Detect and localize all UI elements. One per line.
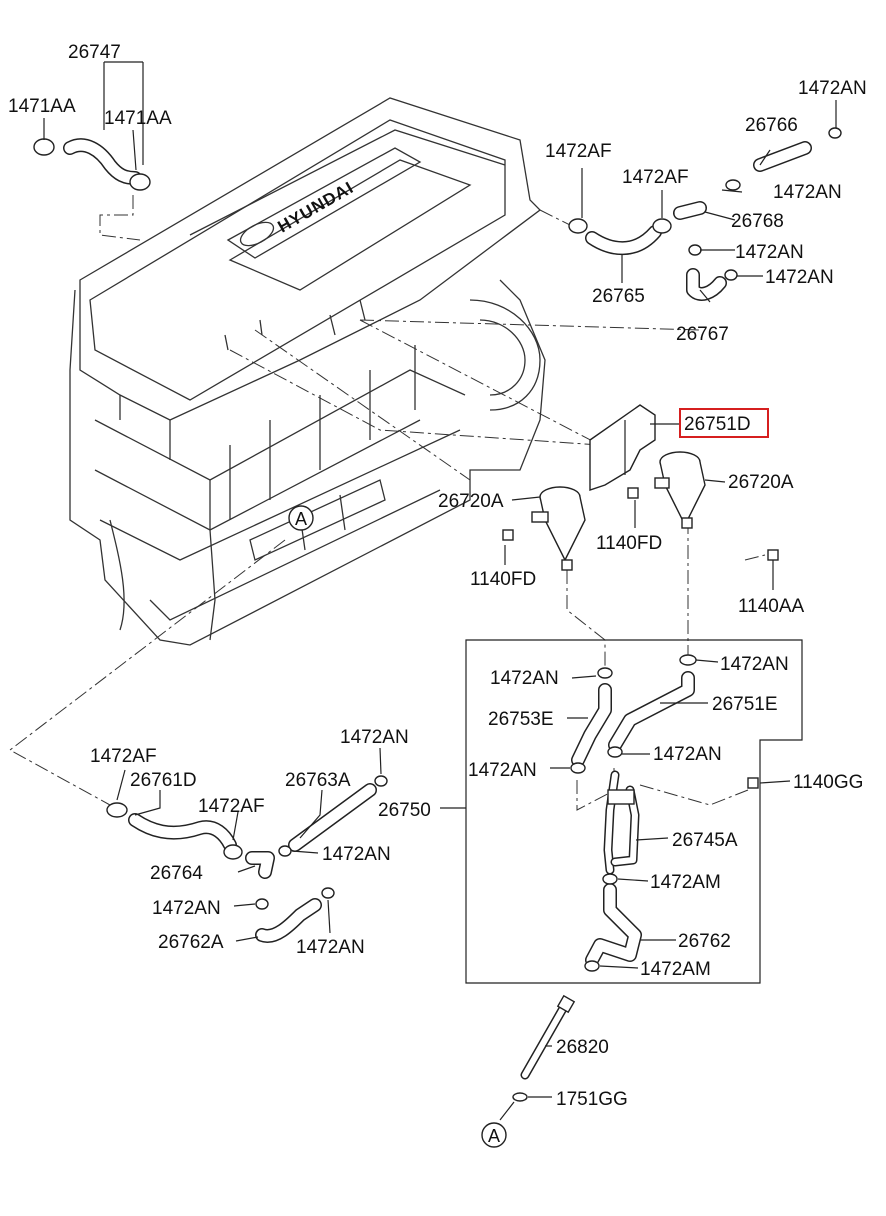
- label-1140GG: 1140GG: [793, 772, 863, 793]
- bracket-26751D: [589, 404, 656, 491]
- label-26720A-left: 26720A: [438, 491, 504, 512]
- label-1472AF-a: 1472AF: [545, 141, 612, 162]
- fitting-26764: [245, 851, 275, 879]
- ref-a-bottom-text: A: [488, 1126, 500, 1146]
- ref-a-top: A: [288, 505, 314, 531]
- separator-right: [654, 451, 706, 529]
- pipe-26745A: [603, 770, 640, 875]
- hose-26767: [686, 244, 738, 301]
- ref-a-bottom: A: [481, 1122, 507, 1148]
- tube-26820: [512, 994, 576, 1102]
- hose-26747: [33, 138, 151, 191]
- ref-a-top-text: A: [295, 509, 307, 529]
- label-26750: 26750: [378, 800, 431, 821]
- label-26768: 26768: [731, 211, 784, 232]
- label-1472AF-d: 1472AF: [198, 796, 265, 817]
- label-1472AN-c: 1472AN: [735, 242, 804, 263]
- bolts: [502, 487, 779, 789]
- label-26762: 26762: [678, 931, 731, 952]
- label-26766: 26766: [745, 115, 798, 136]
- label-26820: 26820: [556, 1037, 609, 1058]
- label-26745A: 26745A: [672, 830, 738, 851]
- hose-26763A: [278, 775, 388, 857]
- label-26753E: 26753E: [488, 709, 554, 730]
- label-1472AN-k: 1472AN: [152, 898, 221, 919]
- label-1472AN-top: 1472AN: [798, 78, 867, 99]
- label-26762A: 26762A: [158, 932, 224, 953]
- o-ring-1751GG: [512, 1092, 528, 1102]
- label-26747: 26747: [68, 42, 121, 63]
- fitting-26768: [673, 201, 707, 220]
- label-1472AN-e: 1472AN: [490, 668, 559, 689]
- part-labels: 26747 1471AA 1471AA 1472AN 26766 1472AF …: [8, 42, 867, 1110]
- hose-26761D: [106, 802, 243, 860]
- hose-26766: [725, 127, 842, 191]
- label-26764: 26764: [150, 863, 203, 884]
- separator-left: [531, 486, 586, 571]
- clamp-right: [129, 173, 151, 191]
- label-1140FD-left: 1140FD: [470, 569, 536, 590]
- label-26763A: 26763A: [285, 770, 351, 791]
- hose-26751E: [607, 654, 697, 758]
- hose-26762: [584, 873, 642, 972]
- label-1471AA-left: 1471AA: [8, 96, 76, 117]
- hose-26753E: [570, 667, 613, 774]
- label-26765: 26765: [592, 286, 645, 307]
- label-1472AN-f: 1472AN: [720, 654, 789, 675]
- label-26761D: 26761D: [130, 770, 197, 791]
- label-26751D: 26751D: [684, 414, 751, 435]
- label-1472AF-c: 1472AF: [90, 746, 157, 767]
- label-1472AM-a: 1472AM: [650, 872, 721, 893]
- label-26751E: 26751E: [712, 694, 778, 715]
- label-1472AM-b: 1472AM: [640, 959, 711, 980]
- label-1140FD-right: 1140FD: [596, 533, 662, 554]
- label-1472AN-l: 1472AN: [296, 937, 365, 958]
- label-1472AN-i: 1472AN: [340, 727, 409, 748]
- label-1472AN-b: 1472AN: [773, 182, 842, 203]
- clamp-left: [33, 138, 55, 156]
- hose-26762A: [255, 887, 335, 943]
- highlight-26751D: [679, 408, 769, 438]
- label-1472AN-g: 1472AN: [653, 744, 722, 765]
- leader-lines: [9, 195, 766, 811]
- kit-box-26750: [440, 639, 803, 984]
- label-1472AF-b: 1472AF: [622, 167, 689, 188]
- label-1472AN-j: 1472AN: [322, 844, 391, 865]
- label-26720A-right: 26720A: [728, 472, 794, 493]
- label-1140AA: 1140AA: [738, 596, 805, 617]
- engine-block: HYUNDAI: [69, 97, 546, 646]
- hose-26765: [568, 218, 672, 256]
- label-1471AA-right: 1471AA: [104, 108, 172, 129]
- label-1472AN-h: 1472AN: [468, 760, 537, 781]
- label-1751GG: 1751GG: [556, 1089, 628, 1110]
- callout-lines: [43, 61, 837, 1121]
- label-1472AN-d: 1472AN: [765, 267, 834, 288]
- label-26767: 26767: [676, 324, 729, 345]
